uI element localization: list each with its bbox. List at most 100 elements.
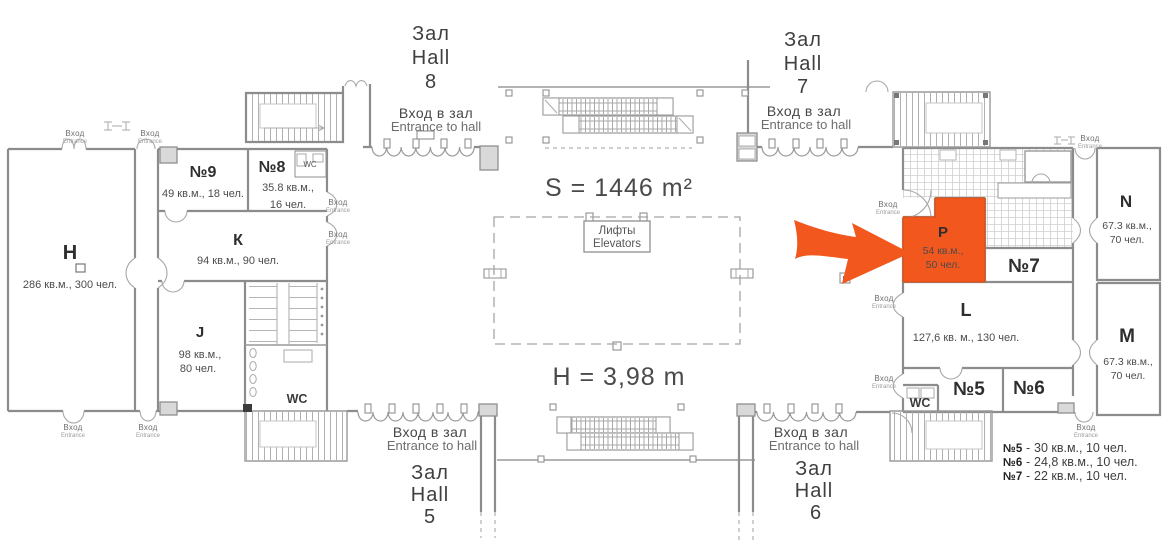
- legend-item-id: №5: [1003, 443, 1023, 455]
- room-n-info1: 67.3 кв.м.,: [1102, 220, 1152, 232]
- room-j-info1: 98 кв.м.,: [179, 349, 222, 361]
- hall5-label-en: Hall: [411, 484, 449, 506]
- entrance-label-ru: Вход: [874, 294, 893, 303]
- entrance-label-ru: Вход: [1076, 423, 1095, 432]
- elevators-label-en: Elevators: [593, 238, 641, 250]
- legend: №5 - 30 кв.м., 10 чел. №6 - 24,8 кв.м., …: [1003, 441, 1138, 483]
- i-beam-icon: [1054, 136, 1075, 145]
- entrance-label-ru: Вход: [328, 198, 347, 207]
- wc-label-right: WC: [910, 396, 931, 410]
- legend-sep: -: [1026, 455, 1030, 469]
- entrance-label-en: Entrance: [876, 210, 901, 216]
- entrance-label-en: Entrance: [872, 384, 897, 390]
- legend-sep: -: [1026, 441, 1030, 455]
- hall7-label-ru: Зал: [784, 29, 822, 51]
- room-p-info2: 50 чел.: [926, 259, 961, 271]
- entrance-label-en: Entrance: [1078, 144, 1103, 150]
- entrance-label-ru: Вход: [138, 423, 157, 432]
- hall6-entrance-ru: Вход в зал: [774, 424, 848, 440]
- atrium-outline: [493, 216, 741, 345]
- hall7-label-en: Hall: [784, 53, 822, 75]
- door-arcs: [61, 80, 1098, 424]
- hall8-entrance-ru: Вход в зал: [399, 105, 473, 121]
- wc-room-right: [906, 387, 935, 399]
- room-n7-name: №7: [1008, 256, 1040, 277]
- hall5-label-ru: Зал: [411, 462, 449, 484]
- room-h-info: 286 кв.м., 300 чел.: [23, 279, 117, 291]
- hall7-number: 7: [797, 76, 809, 98]
- room-h-name: H: [63, 242, 77, 264]
- escalators-top: [542, 97, 694, 134]
- hall6-number: 6: [810, 502, 822, 524]
- entrance-label-en: Entrance: [138, 139, 163, 145]
- room-j-name: J: [196, 324, 204, 341]
- atrium: [493, 216, 741, 345]
- entrance-label-ru: Вход: [140, 129, 159, 138]
- hatch-inner-corridor: [997, 182, 1072, 199]
- wc-room-n8: [294, 150, 327, 178]
- room-l-name: L: [961, 300, 972, 320]
- door-symbol: [416, 130, 435, 140]
- total-area-label: S = 1446 m²: [545, 174, 693, 202]
- legend-item-text: 30 кв.м., 10 чел.: [1034, 441, 1127, 455]
- room-k-name: К: [233, 232, 243, 249]
- hall8-number: 8: [425, 71, 437, 93]
- room-n8-info2: 16 чел.: [270, 199, 306, 211]
- room-n8-name: №8: [259, 159, 286, 176]
- room-n9-name: №9: [190, 164, 217, 181]
- entrance-label-ru: Вход: [328, 230, 347, 239]
- hall5-number: 5: [424, 506, 436, 528]
- room-k-info: 94 кв.м., 90 чел.: [197, 255, 279, 267]
- entrance-label-ru: Вход: [65, 129, 84, 138]
- hall6-label-en: Hall: [795, 480, 833, 502]
- toilet-stalls: [249, 283, 324, 397]
- room-p-info1: 54 кв.м.,: [923, 245, 964, 257]
- room-j-info2: 80 чел.: [180, 363, 216, 375]
- i-beam-icon: [104, 121, 130, 131]
- walls: [6, 60, 1162, 540]
- entrance-label-ru: Вход: [878, 200, 897, 209]
- wc-label-n8: WC: [303, 160, 317, 169]
- room-n8-info1: 35.8 кв.м.,: [262, 182, 314, 194]
- hall5-entrance-ru: Вход в зал: [393, 424, 467, 440]
- legend-item-id: №7: [1003, 471, 1022, 483]
- highlight-arrow: [794, 220, 910, 284]
- entrance-label-en: Entrance: [136, 433, 161, 439]
- room-n6-name: №6: [1013, 378, 1045, 399]
- legend-item-text: 22 кв.м., 10 чел.: [1034, 469, 1127, 483]
- legend-item-id: №6: [1003, 457, 1022, 469]
- entrance-label-en: Entrance: [63, 139, 88, 145]
- room-m-info1: 67.3 кв.м.,: [1103, 356, 1153, 368]
- entrance-label-ru: Вход: [63, 423, 82, 432]
- room-n9-info: 49 кв.м., 18 чел.: [162, 188, 244, 200]
- hall5-entrance-en: Entrance to hall: [387, 438, 477, 453]
- entrance-label-en: Entrance: [326, 208, 351, 214]
- room-p-name: P: [938, 224, 948, 241]
- elevators-label-ru: Лифты: [599, 225, 636, 237]
- wc-label-left: WC: [287, 392, 308, 406]
- hall8-label-en: Hall: [412, 47, 450, 69]
- entrance-label-en: Entrance: [872, 304, 897, 310]
- service-boxes: [75, 132, 1075, 417]
- staircases: [246, 93, 991, 460]
- hall6-entrance-en: Entrance to hall: [769, 438, 859, 453]
- entrance-label-en: Entrance: [61, 433, 86, 439]
- entrance-label-en: Entrance: [326, 240, 351, 246]
- hall8-entrance-en: Entrance to hall: [391, 119, 481, 134]
- room-l-info: 127,6 кв. м., 130 чел.: [913, 332, 1019, 344]
- hall8-label-ru: Зал: [412, 23, 450, 45]
- room-m-name: M: [1119, 326, 1135, 347]
- legend-sep: -: [1026, 469, 1030, 483]
- entrance-label-ru: Вход: [874, 374, 893, 383]
- entrance-scallops: [357, 130, 859, 422]
- legend-item-text: 24,8 кв.м., 10 чел.: [1034, 455, 1138, 469]
- escalators-bottom: [556, 416, 694, 451]
- labels: Зал Hall 8 Вход в зал Entrance to hall З…: [23, 23, 1153, 528]
- room-m-info2: 70 чел.: [1111, 370, 1146, 382]
- room-n5-name: №5: [953, 379, 985, 400]
- room-n-info2: 70 чел.: [1110, 234, 1145, 246]
- room-p-highlight: [902, 197, 986, 283]
- hall7-entrance-en: Entrance to hall: [761, 117, 851, 132]
